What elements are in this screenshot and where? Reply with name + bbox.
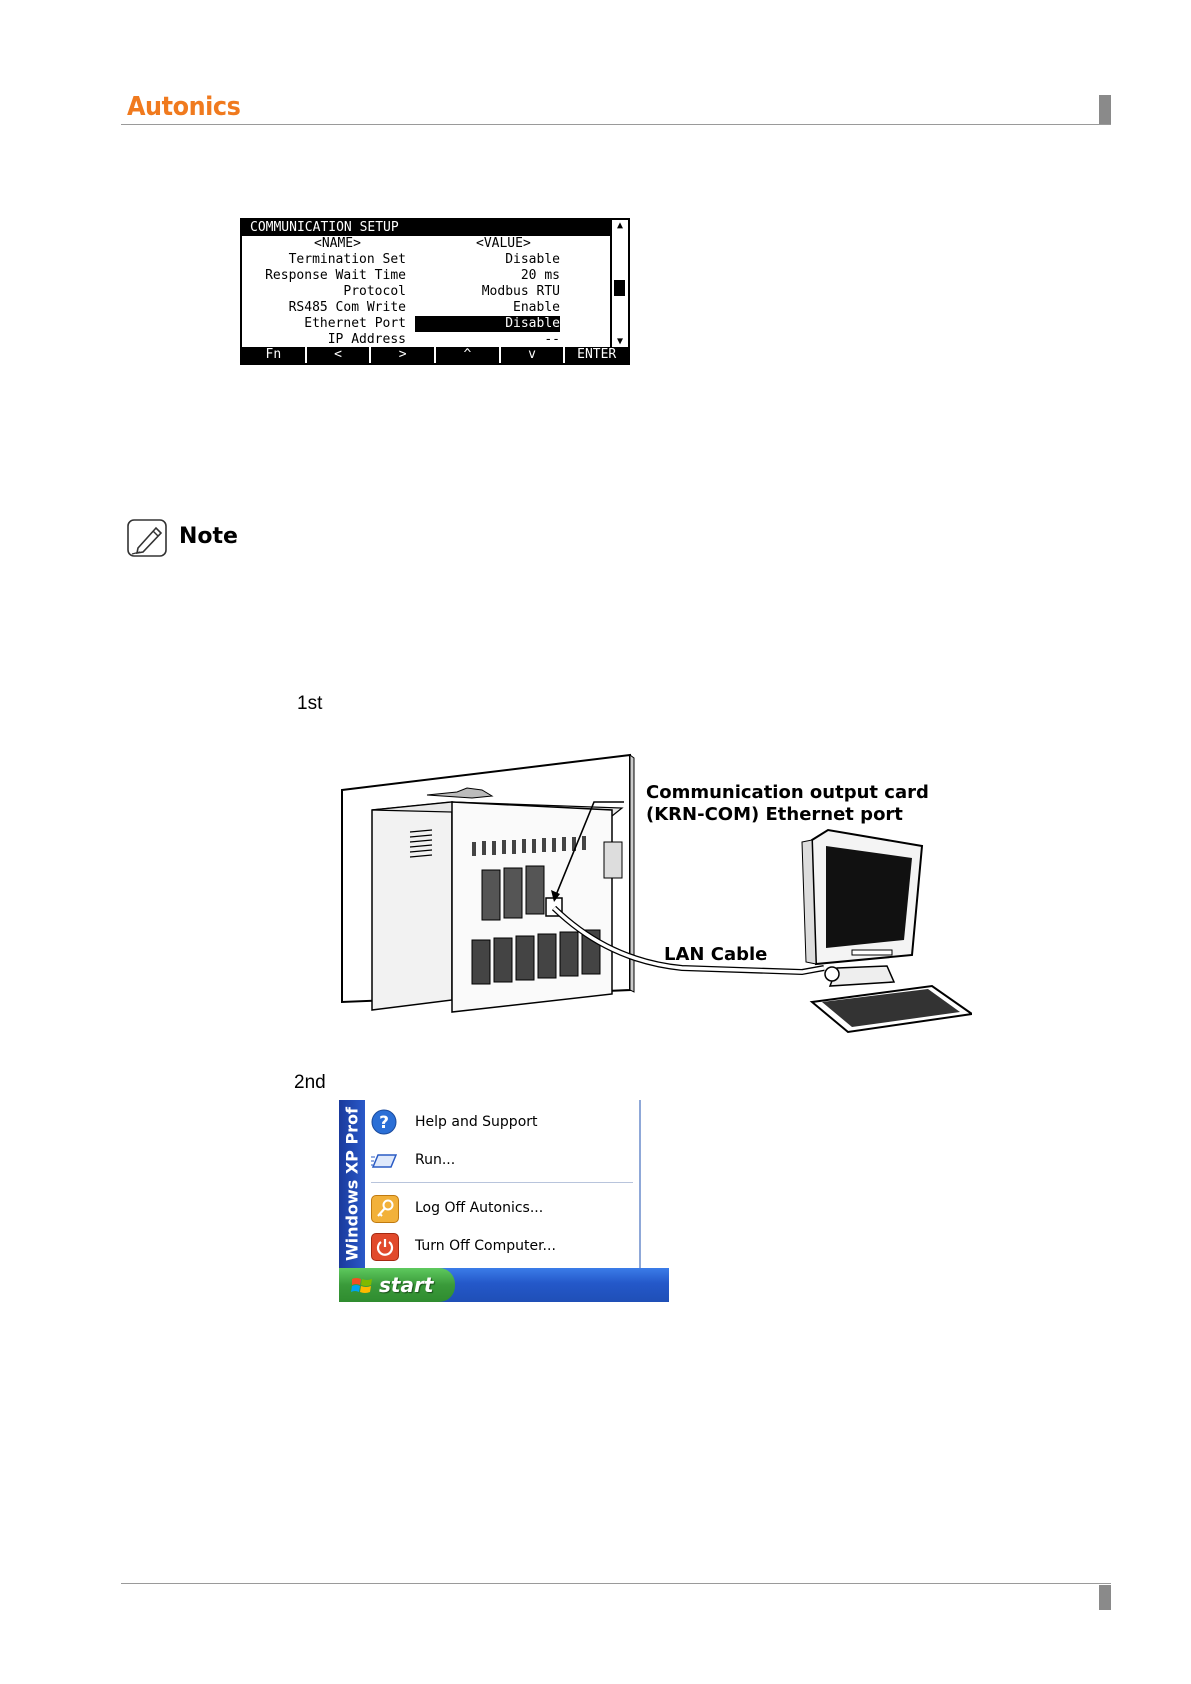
column-headers: <NAME> <VALUE> — [242, 236, 614, 252]
step-first-label: 1st — [297, 693, 323, 714]
setting-value: Enable — [513, 300, 560, 315]
run-icon — [371, 1147, 398, 1173]
down-key[interactable]: v — [498, 347, 564, 363]
setting-name: Termination Set — [288, 252, 406, 267]
setting-value-selected: Disable — [415, 316, 560, 332]
note-heading: Note — [179, 524, 238, 549]
left-key[interactable]: < — [304, 347, 370, 363]
setting-row-termination-set[interactable]: Termination Set Disable — [242, 252, 614, 268]
side-vents — [409, 829, 433, 858]
menu-divider — [371, 1182, 633, 1183]
side-connector — [603, 841, 623, 879]
fn-key[interactable]: Fn — [265, 347, 282, 362]
value-column-header: <VALUE> — [476, 236, 531, 251]
power-icon — [371, 1233, 399, 1261]
setting-name: Protocol — [343, 284, 406, 299]
menu-item-label: Log Off Autonics... — [415, 1200, 544, 1216]
monitor-stand — [828, 965, 896, 987]
scroll-down-arrow-icon[interactable]: ▼ — [616, 336, 624, 347]
menu-item-label: Turn Off Computer... — [415, 1238, 556, 1254]
setting-value: Modbus RTU — [481, 284, 560, 299]
note-pencil-icon — [126, 518, 168, 558]
menu-item-help-and-support[interactable]: ? Help and Support — [371, 1104, 637, 1138]
start-menu-screenshot: Windows XP Prof ? Help and Support Run..… — [339, 1100, 669, 1302]
header-rule — [121, 124, 1111, 125]
setting-row-protocol[interactable]: Protocol Modbus RTU — [242, 284, 614, 300]
menu-item-label: Run... — [415, 1152, 456, 1168]
setting-value: 20 ms — [520, 268, 560, 283]
rear-slots — [472, 836, 586, 856]
step-second-label: 2nd — [294, 1072, 326, 1093]
card-label-line2: (KRN-COM) Ethernet port — [646, 804, 903, 825]
keyboard-keys — [822, 989, 960, 1027]
menu-item-label: Help and Support — [415, 1114, 538, 1130]
controller-side — [371, 801, 453, 1011]
lan-cable-fill — [552, 906, 825, 974]
log-off-icon — [371, 1195, 399, 1223]
enter-key[interactable]: ENTER — [563, 347, 628, 363]
setting-name: Response Wait Time — [265, 268, 406, 283]
setting-value: -- — [544, 332, 560, 347]
ethernet-connection-diagram — [341, 753, 972, 1034]
right-key[interactable]: > — [369, 347, 434, 363]
scroll-up-arrow-icon[interactable]: ▲ — [616, 220, 624, 231]
windows-logo-icon — [351, 1276, 373, 1301]
scroll-thumb[interactable] — [614, 280, 625, 296]
menu-item-turn-off-computer[interactable]: Turn Off Computer... — [371, 1228, 637, 1262]
communication-setup-screen: COMMUNICATION SETUP <NAME> <VALUE> Termi… — [240, 218, 630, 365]
brand-logo: Autonics — [127, 92, 241, 122]
soft-key-bar: Fn < > ^ v ENTER — [242, 347, 628, 363]
card-label-line1: Communication output card — [646, 782, 929, 803]
pointer-arrowhead — [551, 890, 560, 902]
svg-text:?: ? — [379, 1113, 389, 1133]
setting-row-response-wait-time[interactable]: Response Wait Time 20 ms — [242, 268, 614, 284]
monitor-buttons — [851, 949, 893, 956]
setting-row-ethernet-port[interactable]: Ethernet Port Disable — [242, 316, 614, 332]
start-menu-sidebar-text: Windows XP Prof — [342, 1106, 362, 1262]
upper-terminal-blocks — [481, 865, 545, 921]
setting-row-ip-address[interactable]: IP Address -- — [242, 332, 614, 348]
screen-title: COMMUNICATION SETUP — [242, 220, 614, 236]
footer-rule — [121, 1583, 1111, 1584]
setting-name: Ethernet Port — [304, 316, 406, 331]
cable-plug — [824, 966, 840, 982]
port-pointer-line — [553, 801, 624, 901]
up-key[interactable]: ^ — [434, 347, 499, 363]
monitor-side — [801, 839, 817, 965]
setting-row-rs485-com-write[interactable]: RS485 Com Write Enable — [242, 300, 614, 316]
start-button[interactable]: start — [339, 1268, 455, 1302]
setting-name: IP Address — [327, 332, 406, 347]
setting-name: RS485 Com Write — [288, 300, 406, 315]
taskbar: start — [339, 1268, 669, 1302]
start-menu-sidebar: Windows XP Prof — [339, 1100, 365, 1268]
help-icon: ? — [371, 1109, 397, 1135]
header-tab-marker — [1099, 95, 1111, 124]
monitor-screen — [826, 846, 912, 948]
start-button-label: start — [379, 1273, 434, 1297]
lan-cable-label: LAN Cable — [664, 944, 768, 965]
panel-edge — [629, 754, 635, 993]
menu-item-run[interactable]: Run... — [371, 1142, 637, 1176]
menu-item-log-off[interactable]: Log Off Autonics... — [371, 1190, 637, 1224]
name-column-header: <NAME> — [314, 236, 361, 251]
footer-tab-marker — [1099, 1585, 1111, 1610]
mounting-clip — [426, 787, 494, 799]
scrollbar[interactable]: ▲ ▼ — [610, 220, 628, 348]
start-menu-panel: Windows XP Prof ? Help and Support Run..… — [339, 1100, 641, 1269]
setting-value: Disable — [505, 252, 560, 267]
